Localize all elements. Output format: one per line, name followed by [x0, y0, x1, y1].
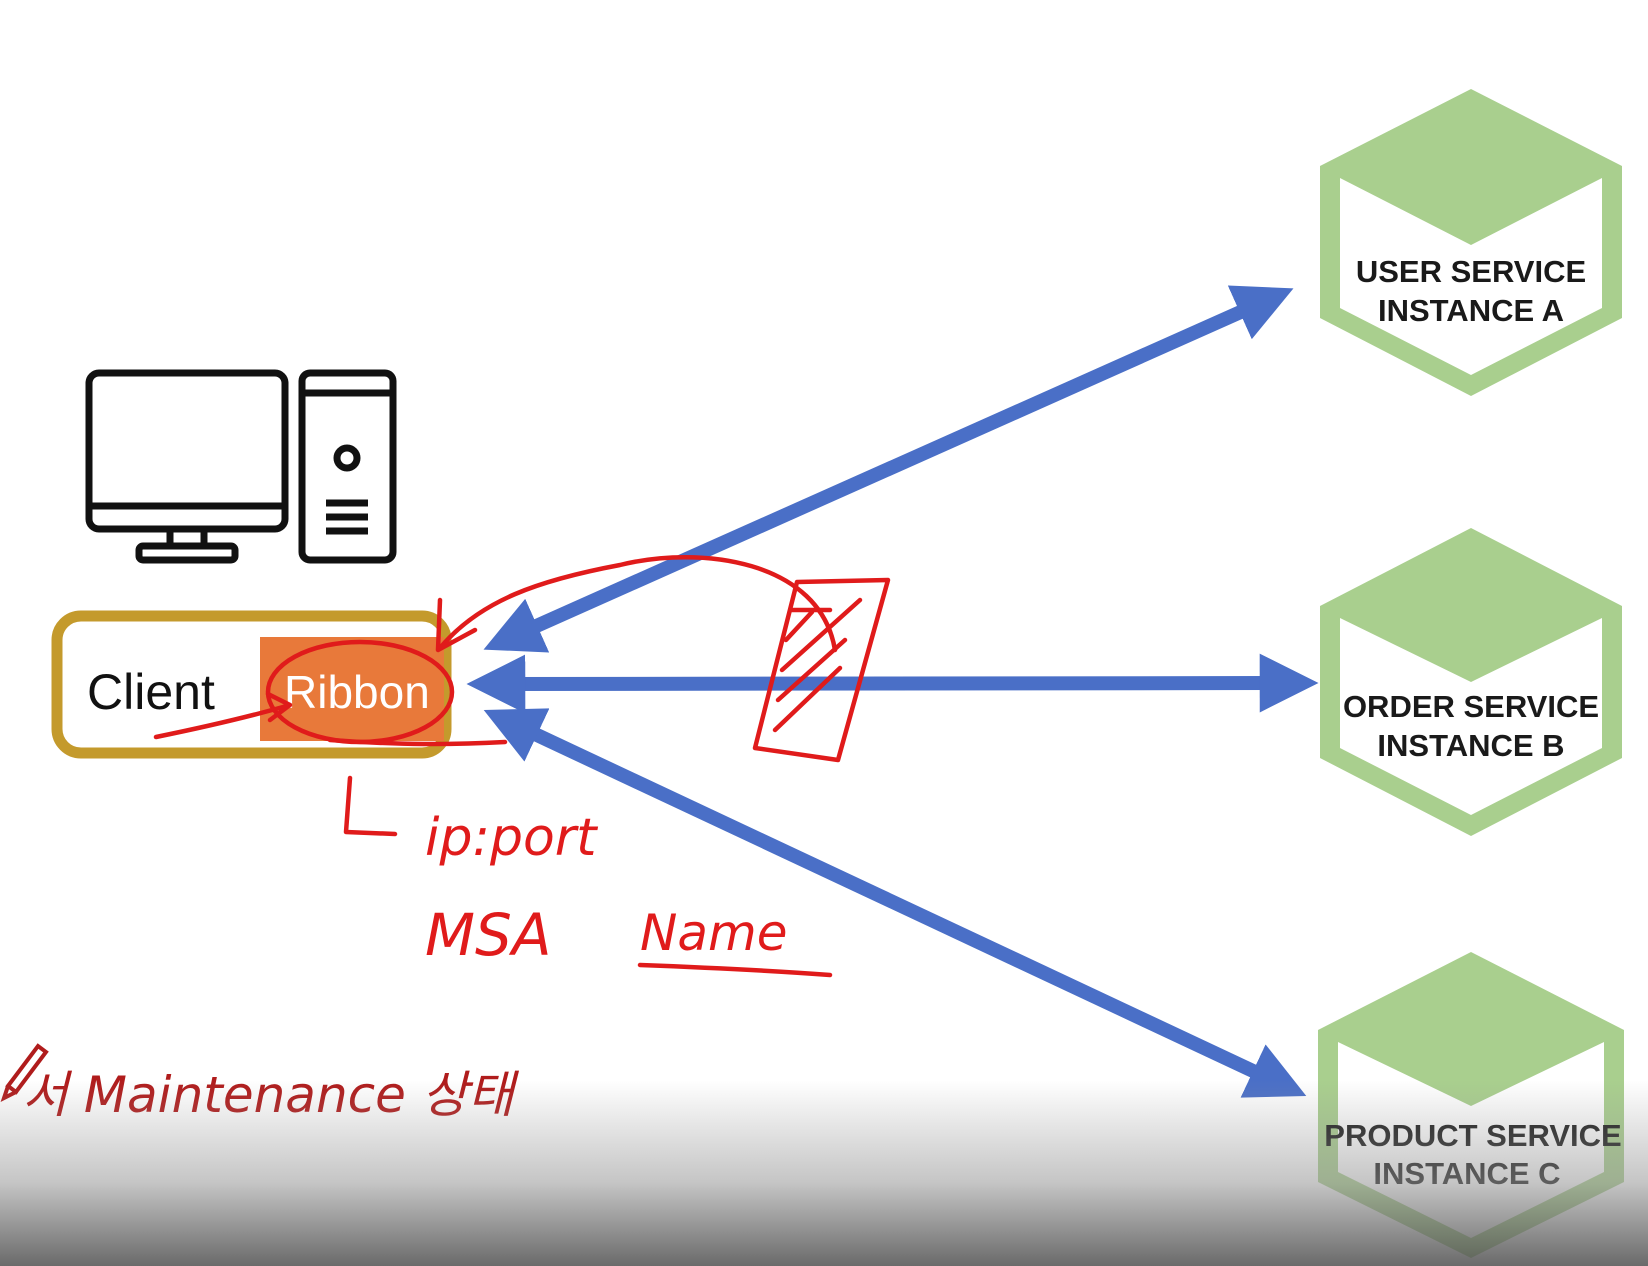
arrow-to-order-service	[466, 653, 1319, 714]
desktop-computer-icon	[85, 369, 397, 564]
order-service-label-line1: ORDER SERVICE	[1343, 689, 1599, 724]
client-label: Client	[87, 664, 215, 720]
order-service-hexagon: ORDER SERVICE INSTANCE B	[1320, 528, 1622, 836]
arrow-to-product-service	[483, 708, 1307, 1098]
product-service-label-line1: PRODUCT SERVICE	[1324, 1118, 1621, 1153]
arrow-to-user-service	[483, 285, 1294, 653]
order-service-label-line2: INSTANCE B	[1377, 728, 1564, 763]
name-annotation: Name	[640, 904, 788, 962]
user-service-hexagon: USER SERVICE INSTANCE A	[1320, 89, 1622, 396]
blocked-connection-mark	[752, 577, 891, 763]
msa-annotation: MSA	[425, 901, 552, 969]
ribbon-label: Ribbon	[284, 666, 430, 718]
red-annotations	[153, 555, 891, 978]
product-service-hexagon: PRODUCT SERVICE INSTANCE C	[1318, 952, 1624, 1258]
client-to-ribbon-arrow	[153, 691, 293, 740]
user-service-label-line2: INSTANCE A	[1378, 293, 1564, 328]
user-service-label-line1: USER SERVICE	[1356, 254, 1586, 289]
underline-hook	[327, 737, 508, 747]
bracket-mark	[343, 775, 398, 837]
name-underline	[637, 962, 833, 978]
product-service-label-line2: INSTANCE C	[1373, 1156, 1560, 1191]
curved-return-arrow	[435, 555, 838, 653]
maintenance-caption: 서 Maintenance 상태	[22, 1066, 520, 1124]
ip-port-annotation: ip:port	[425, 808, 598, 868]
